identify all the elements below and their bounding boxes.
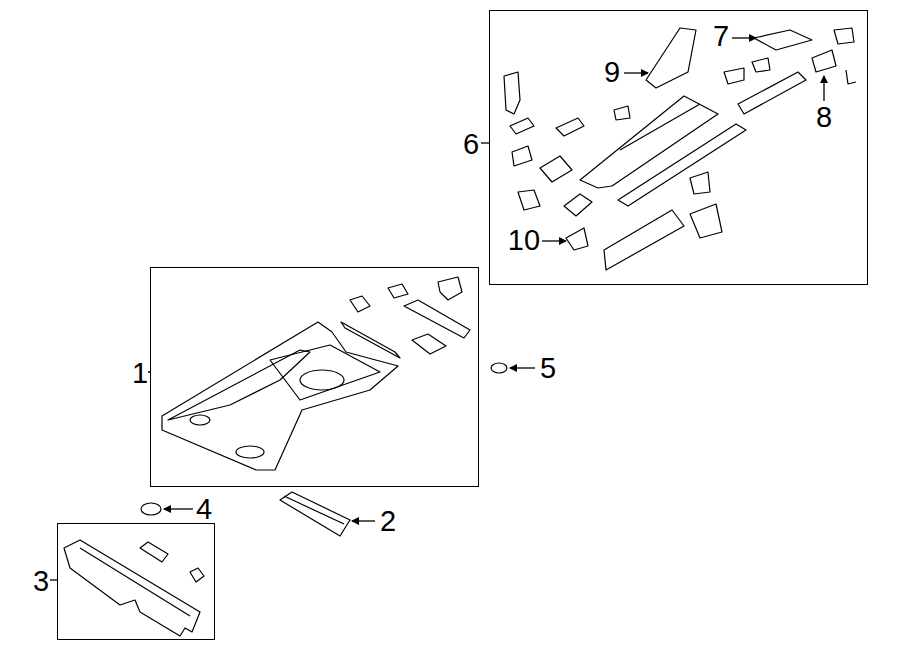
- callout-number: 3: [33, 567, 49, 596]
- part-group-box: 1: [150, 267, 479, 487]
- part-group-box: 6: [489, 10, 868, 285]
- callout-number: 7: [713, 22, 729, 51]
- callout-number: 10: [508, 226, 540, 255]
- callout-number: 9: [604, 58, 620, 87]
- callout-number: 8: [816, 103, 832, 132]
- callout-number: 2: [380, 507, 396, 536]
- callout-number: 5: [540, 354, 556, 383]
- part-group-box: 3: [57, 523, 215, 640]
- callout-number: 1: [132, 359, 148, 388]
- callout-number: 4: [196, 495, 212, 524]
- callout-number: 6: [463, 130, 479, 159]
